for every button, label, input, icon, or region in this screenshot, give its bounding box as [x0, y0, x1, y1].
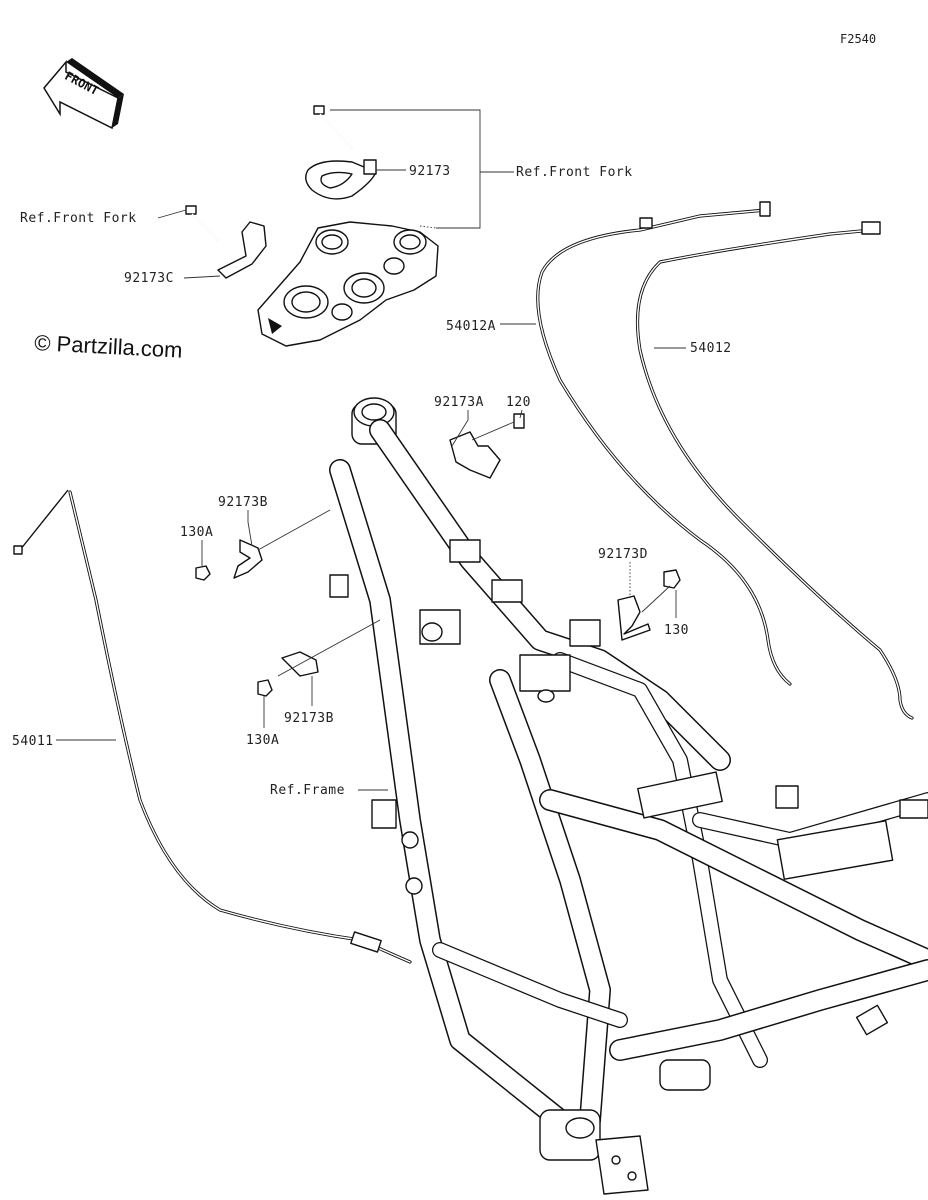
- label-130A-lower: 130A: [246, 733, 279, 748]
- clamp-92173A-icon: [449, 431, 501, 479]
- label-130: 130: [664, 623, 689, 638]
- front-arrow-icon: FRONT: [43, 58, 124, 130]
- figure-code: F2540: [840, 32, 876, 46]
- clamp-92173D-icon: [617, 595, 651, 641]
- bolt-120-icon: [513, 413, 525, 429]
- label-92173: 92173: [409, 164, 451, 179]
- cable-54011: [13, 489, 412, 964]
- label-54012A: 54012A: [446, 319, 496, 334]
- label-ref-front-fork-right: Ref.Front Fork: [516, 165, 633, 180]
- label-130A-upper: 130A: [180, 525, 213, 540]
- watermark: © Partzilla.com: [34, 330, 183, 363]
- label-92173D: 92173D: [598, 547, 648, 562]
- label-92173B-upper: 92173B: [218, 495, 268, 510]
- cable-54012: [636, 221, 914, 720]
- bolt-130A-lower-icon: [257, 679, 273, 697]
- bolt-130A-upper-icon: [195, 565, 211, 581]
- label-92173B-lower: 92173B: [284, 711, 334, 726]
- label-ref-front-fork-left: Ref.Front Fork: [20, 211, 137, 226]
- upper-bolt-icon: [313, 105, 353, 149]
- bolt-130-icon: [663, 569, 681, 589]
- label-92173C: 92173C: [124, 271, 174, 286]
- upper-bracket-assembly: [185, 105, 439, 347]
- clamp-92173B-upper-icon: [233, 539, 263, 579]
- label-92173A: 92173A: [434, 395, 484, 410]
- label-120: 120: [506, 395, 531, 410]
- label-54011: 54011: [12, 734, 54, 749]
- clamp-92173-icon: [305, 160, 377, 200]
- clamp-92173C-icon: [217, 221, 267, 279]
- cable-54012A: [536, 201, 792, 686]
- label-ref-frame: Ref.Frame: [270, 783, 345, 798]
- label-54012: 54012: [690, 341, 732, 356]
- motorcycle-frame: [329, 397, 928, 1195]
- left-bolt-icon: [185, 205, 219, 241]
